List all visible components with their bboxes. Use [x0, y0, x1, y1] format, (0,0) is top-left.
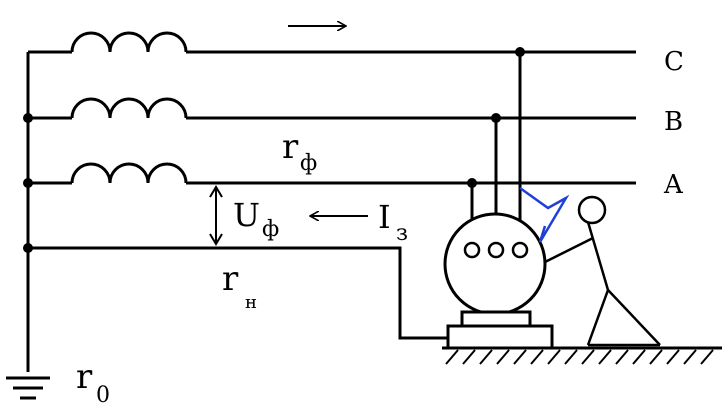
ground-resistance-subscript: 0 [96, 383, 110, 408]
motor-body [443, 212, 547, 316]
neutral-resistance-subscript: н [245, 292, 257, 313]
junction-dot [467, 178, 477, 188]
person-figure [544, 195, 661, 347]
phase-a-label: A [663, 170, 684, 200]
phase-c-label: C [664, 47, 684, 77]
phase-c-coil [70, 31, 188, 53]
ground-resistance-symbol: r [76, 357, 93, 397]
junction-dot [23, 243, 33, 253]
fault-current-subscript: з [396, 221, 408, 246]
junction-dot [515, 47, 525, 57]
fault-current-symbol: I [378, 198, 391, 236]
motor-base [446, 324, 554, 350]
phase-voltage-subscript: ф [262, 217, 279, 242]
junction-dot [23, 178, 33, 188]
phase-resistance-symbol: r [282, 127, 299, 167]
terminal-b [487, 241, 505, 259]
phase-b-label: B [664, 107, 683, 137]
phase-b-coil [70, 97, 188, 119]
junction-dot [491, 113, 501, 123]
terminal-a [463, 241, 481, 259]
terminal-c [511, 241, 529, 259]
spark-icon [519, 186, 570, 243]
phase-a-coil [70, 162, 188, 184]
phase-voltage-arrow [209, 185, 223, 246]
phase-resistance-subscript: ф [300, 151, 317, 176]
junction-dot [23, 113, 33, 123]
ground-hatching [445, 349, 714, 365]
person-head [577, 195, 607, 225]
motor-foot [460, 310, 532, 328]
neutral-resistance-symbol: r [222, 259, 239, 299]
neutral-wire [28, 246, 448, 340]
phase-voltage-symbol: U [233, 196, 260, 234]
